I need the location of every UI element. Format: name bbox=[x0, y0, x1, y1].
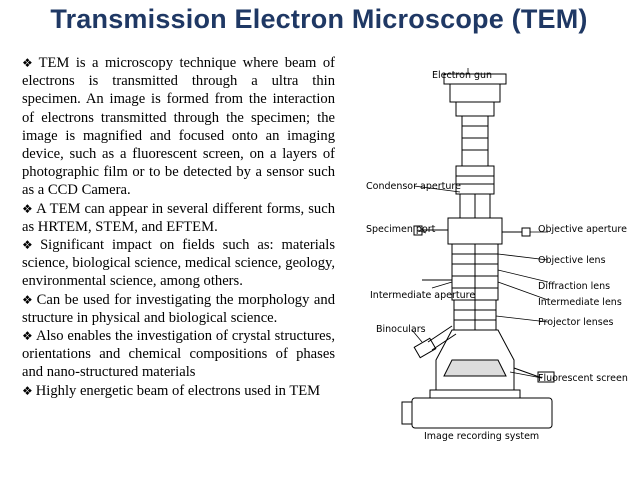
specimen-stage-shape bbox=[447, 217, 503, 245]
slide-title: Transmission Electron Microscope (TEM) bbox=[50, 4, 588, 34]
label-fluorescent-screen: Fluorescent screen bbox=[538, 373, 628, 384]
diamond-bullet-icon: ❖ bbox=[22, 383, 33, 398]
label-binoculars: Binoculars bbox=[376, 324, 426, 335]
tem-diagram: Electron gun Condensor aperture Specimen… bbox=[366, 68, 628, 442]
fluorescent-screen-shape bbox=[443, 359, 507, 377]
bullet-item: ❖A TEM can appear in several different f… bbox=[22, 200, 335, 235]
base-plate-shape bbox=[429, 389, 521, 399]
diamond-bullet-icon: ❖ bbox=[22, 56, 36, 70]
bullet-item: ❖Significant impact on fields such as: m… bbox=[22, 237, 335, 290]
label-objective-lens: Objective lens bbox=[538, 255, 606, 266]
diamond-bullet-icon: ❖ bbox=[22, 329, 33, 344]
diamond-bullet-icon: ❖ bbox=[22, 292, 34, 307]
binoculars-shape bbox=[413, 337, 437, 359]
label-projector-lenses: Projector lenses bbox=[538, 317, 614, 328]
bullet-item: ❖Can be used for investigating the morph… bbox=[22, 291, 335, 326]
bullet-item: ❖Highly energetic beam of electrons used… bbox=[22, 382, 321, 399]
diamond-bullet-icon: ❖ bbox=[22, 201, 34, 216]
recording-handle-shape bbox=[401, 401, 413, 425]
label-intermediate-lens: Intermediate lens bbox=[538, 297, 622, 308]
label-electron-gun: Electron gun bbox=[432, 70, 492, 81]
gun-neck-shape bbox=[455, 101, 495, 117]
bullet-list: ❖TEM is a microscopy technique where bea… bbox=[22, 54, 335, 400]
upper-column-shape bbox=[461, 115, 489, 167]
gun-body-shape bbox=[449, 83, 501, 103]
label-diffraction-lens: Diffraction lens bbox=[538, 281, 610, 292]
bullet-item: ❖TEM is a microscopy technique where bea… bbox=[22, 55, 335, 199]
objective-aperture-rod-shape bbox=[521, 227, 531, 237]
label-image-recording-system: Image recording system bbox=[424, 431, 539, 442]
label-intermediate-aperture: Intermediate aperture bbox=[370, 290, 475, 301]
diamond-bullet-icon: ❖ bbox=[22, 238, 38, 253]
label-objective-aperture: Objective aperture bbox=[538, 224, 627, 235]
specimen-port-shape bbox=[413, 225, 423, 236]
bullet-item: ❖Also enables the investigation of cryst… bbox=[22, 328, 335, 381]
condenser-lens-shape bbox=[455, 165, 495, 195]
label-specimen-port: Specimen port bbox=[366, 224, 436, 235]
label-condensor-aperture: Condensor aperture bbox=[366, 181, 461, 192]
image-recording-box-shape bbox=[411, 397, 553, 429]
